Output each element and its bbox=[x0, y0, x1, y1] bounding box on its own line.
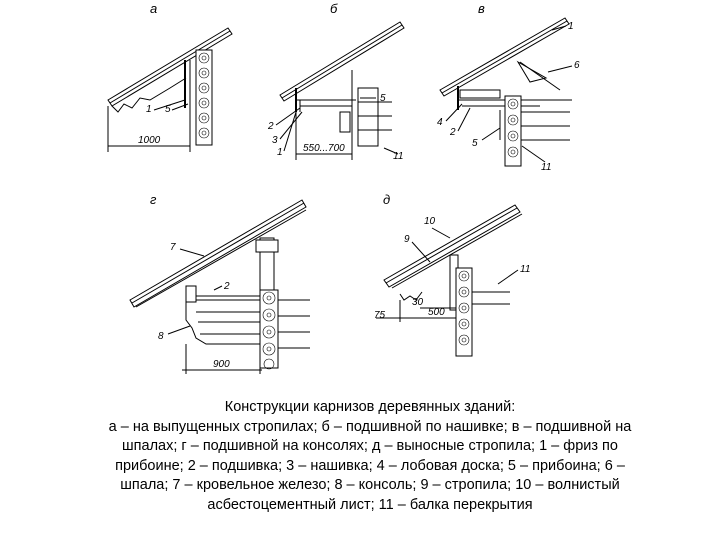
panel-v-log-wall bbox=[504, 95, 522, 167]
panel-d-dimension-30: 30 bbox=[412, 297, 424, 308]
panel-d-log-wall bbox=[455, 267, 473, 357]
panel-v-label-6: 6 bbox=[574, 60, 580, 71]
panel-g: г 7 2 8 bbox=[129, 192, 310, 374]
panel-v-label-4: 4 bbox=[437, 117, 443, 128]
panel-g-letter: г bbox=[150, 192, 157, 207]
panel-g-label-8: 8 bbox=[158, 331, 164, 342]
panel-d-letter: д bbox=[383, 192, 390, 207]
panel-b-label-2: 2 bbox=[267, 121, 274, 132]
panel-v: в 1 6 4 2 5 11 bbox=[437, 1, 580, 173]
panel-g-log-wall bbox=[259, 289, 279, 370]
figure-caption: Конструкции карнизов деревянных зданий: … bbox=[100, 398, 640, 515]
panel-b-label-3: 3 bbox=[272, 135, 278, 146]
caption-title: Конструкции карнизов деревянных зданий: bbox=[224, 399, 516, 415]
panel-a-letter: а bbox=[150, 1, 157, 16]
panel-d-rafter-end bbox=[399, 291, 423, 301]
eaves-construction-drawing: а 1 5 1000 б bbox=[107, 1, 580, 374]
panel-b-dimension: 550...700 bbox=[303, 143, 345, 154]
panel-g-label-2: 2 bbox=[223, 281, 230, 292]
panel-d-label-10: 10 bbox=[424, 216, 436, 227]
panel-d-label-11: 11 bbox=[520, 264, 530, 275]
caption-body: а – на выпущенных стропилах; б – подшивн… bbox=[108, 418, 632, 513]
panel-b: б 5 2 3 1 11 550...700 bbox=[267, 1, 405, 162]
panel-v-letter: в bbox=[478, 1, 485, 16]
panel-a-label-5: 5 bbox=[165, 104, 171, 115]
panel-b-label-11: 11 bbox=[393, 151, 403, 162]
panel-a-rafter-tail bbox=[111, 77, 187, 113]
panel-a-dimension: 1000 bbox=[138, 135, 161, 146]
panel-d-dimension-500: 500 bbox=[428, 307, 445, 318]
panel-v-label-2: 2 bbox=[449, 127, 456, 138]
panel-g-dimension: 900 bbox=[213, 359, 230, 370]
panel-a-log-wall bbox=[195, 49, 213, 146]
panel-v-sleeper bbox=[516, 60, 548, 83]
panel-d: д 10 9 11 30 75 500 bbox=[374, 192, 530, 357]
panel-g-console bbox=[185, 302, 262, 345]
panel-b-log-wall bbox=[357, 87, 379, 147]
panel-d-label-9: 9 bbox=[404, 234, 410, 245]
panel-v-label-5: 5 bbox=[472, 138, 478, 149]
panel-v-label-11: 11 bbox=[541, 162, 551, 173]
panel-a: а 1 5 1000 bbox=[107, 1, 233, 152]
panel-b-label-1: 1 bbox=[277, 147, 283, 158]
panel-a-label-1: 1 bbox=[146, 104, 152, 115]
panel-v-label-1: 1 bbox=[568, 21, 574, 32]
panel-b-letter: б bbox=[330, 1, 338, 16]
panel-g-label-7: 7 bbox=[170, 242, 176, 253]
panel-d-dimension-75: 75 bbox=[374, 310, 386, 321]
panel-b-label-5: 5 bbox=[380, 93, 386, 104]
